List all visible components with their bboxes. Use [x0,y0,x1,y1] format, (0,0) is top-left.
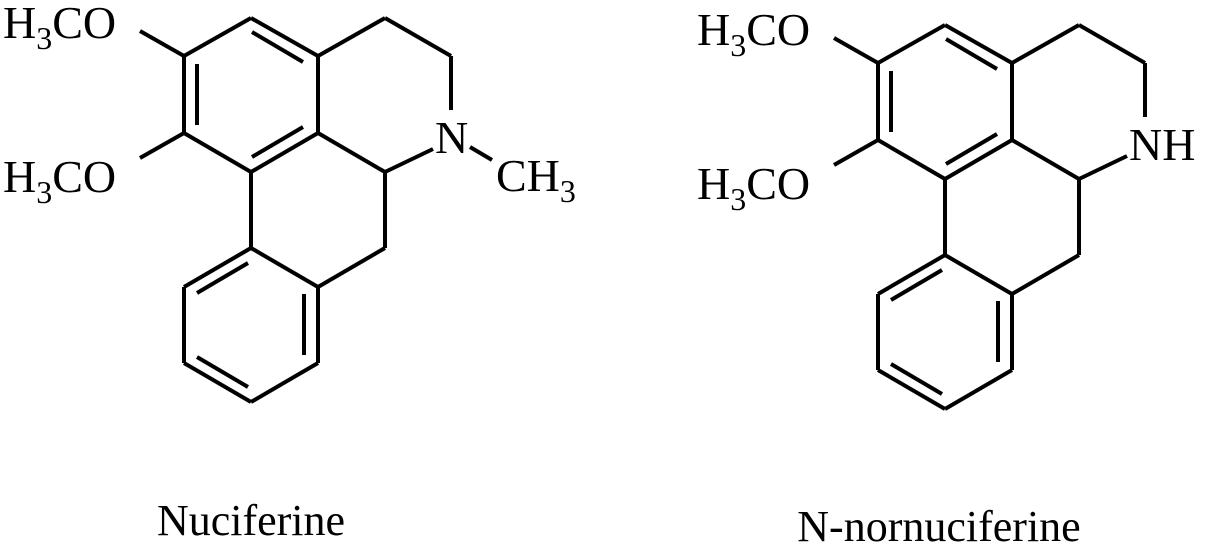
n-nornuciferine-bonds [833,23,1147,411]
nuciferine-methoxy-top-label: H3CO [3,0,116,56]
n-nornuciferine-methoxy-top-label: H3CO [697,4,810,63]
nuciferine-bonds [139,16,494,404]
nuciferine-methoxy-bottom-label: H3CO [3,151,116,210]
n-nornuciferine-methoxy-bottom-label: H3CO [697,158,810,217]
nuciferine-name-caption: Nuciferine [157,496,345,545]
n-nornuciferine-name-caption: N-nornuciferine [797,502,1080,551]
nuciferine-methyl-label: CH3 [496,150,576,209]
n-nornuciferine-nh-label: NH [1129,119,1195,170]
nuciferine-nitrogen-label: N [435,112,468,163]
molecule-nuciferine: H3CO H3CO N CH3 Nuciferine [3,0,576,545]
molecule-n-nornuciferine: H3CO H3CO NH N-nornuciferine [697,4,1195,551]
